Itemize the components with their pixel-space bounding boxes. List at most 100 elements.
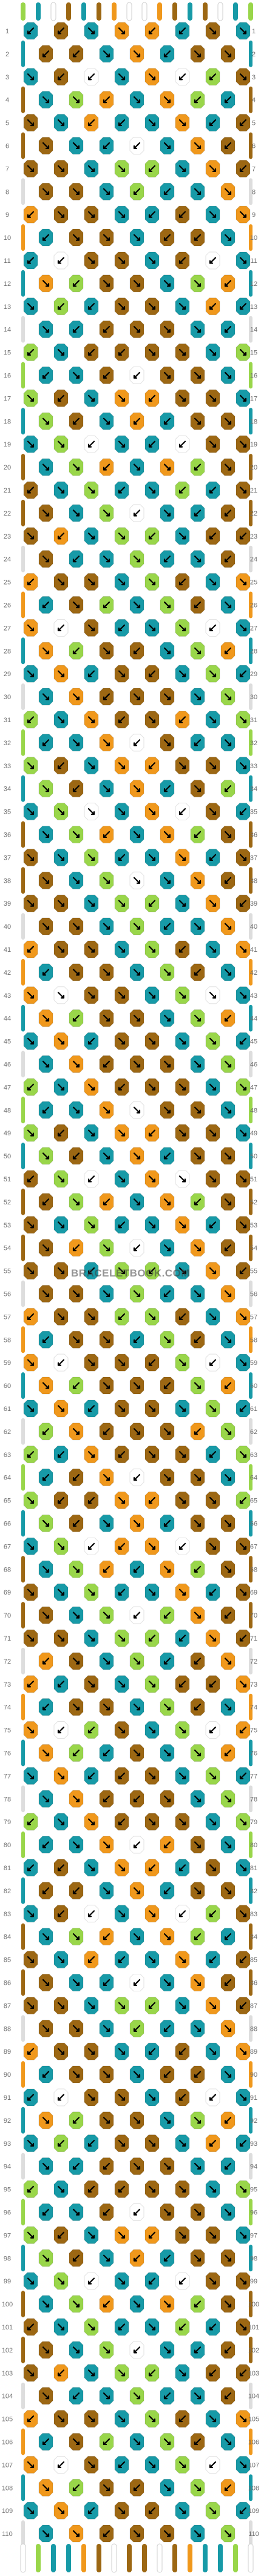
forward-knot-arrow-icon xyxy=(72,1198,80,1206)
row-number-right: 2 xyxy=(252,51,256,58)
knot xyxy=(205,1721,220,1739)
knot xyxy=(144,344,160,362)
forward-knot-arrow-icon xyxy=(163,1015,171,1022)
knot xyxy=(84,2088,99,2106)
forward-knot-arrow-icon xyxy=(209,1037,217,1045)
strand-bottom-end xyxy=(172,2544,177,2572)
knot xyxy=(144,1675,160,1693)
knot xyxy=(23,1216,38,1234)
knot xyxy=(99,917,114,935)
forward-knot-arrow-icon xyxy=(72,371,80,379)
row-number-left: 13 xyxy=(4,304,11,311)
knot xyxy=(220,45,236,63)
forward-knot-arrow-icon xyxy=(87,2415,95,2423)
forward-knot-arrow-icon xyxy=(148,1588,156,1596)
forward-knot-arrow-icon xyxy=(163,877,171,884)
row-number-right: 94 xyxy=(250,2163,257,2171)
knot xyxy=(114,757,129,775)
knot xyxy=(129,963,144,981)
forward-knot-arrow-icon xyxy=(239,1451,247,1458)
backward-knot-arrow-icon xyxy=(57,762,65,769)
backward-knot-arrow-icon xyxy=(148,27,156,35)
backward-knot-arrow-icon xyxy=(57,257,65,264)
forward-knot-arrow-icon xyxy=(133,234,141,241)
forward-knot-arrow-icon xyxy=(72,693,80,700)
forward-knot-arrow-icon xyxy=(178,1726,186,1734)
forward-knot-arrow-icon xyxy=(178,2231,186,2239)
forward-knot-arrow-icon xyxy=(118,2507,126,2514)
forward-knot-arrow-icon xyxy=(133,1198,141,1206)
backward-knot-arrow-icon xyxy=(87,348,95,356)
knot xyxy=(69,1422,84,1441)
row-number-left: 14 xyxy=(4,327,11,334)
forward-knot-arrow-icon xyxy=(224,1704,232,1711)
forward-knot-arrow-icon xyxy=(27,1588,35,1596)
backward-knot-arrow-icon xyxy=(57,533,65,540)
forward-knot-arrow-icon xyxy=(133,2071,141,2078)
backward-knot-arrow-icon xyxy=(72,326,80,333)
knot xyxy=(190,2478,205,2497)
knot xyxy=(23,159,38,178)
backward-knot-arrow-icon xyxy=(178,2094,186,2101)
forward-knot-arrow-icon xyxy=(57,1267,65,1275)
knot xyxy=(114,1767,129,1785)
knot xyxy=(84,68,99,86)
row-number-left: 62 xyxy=(4,1429,11,1436)
knot xyxy=(160,1698,175,1716)
knot xyxy=(23,2226,38,2244)
forward-knot-arrow-icon xyxy=(27,2002,35,2009)
backward-knot-arrow-icon xyxy=(103,1060,110,1068)
row-number-left: 27 xyxy=(4,625,11,632)
knot xyxy=(220,780,236,798)
forward-knot-arrow-icon xyxy=(194,1244,202,1252)
knot xyxy=(220,1284,236,1303)
knot xyxy=(236,2134,251,2153)
knot xyxy=(129,1973,144,1991)
row-number-right: 93 xyxy=(250,2140,257,2148)
knot xyxy=(144,1032,160,1051)
backward-knot-arrow-icon xyxy=(209,854,217,861)
knot xyxy=(236,1492,251,1510)
knot xyxy=(114,711,129,729)
forward-knot-arrow-icon xyxy=(103,188,110,195)
knot xyxy=(236,2455,251,2474)
knot xyxy=(236,848,251,866)
row-number-left: 1 xyxy=(5,28,9,35)
backward-knot-arrow-icon xyxy=(87,1542,95,1550)
knot xyxy=(23,2180,38,2199)
knot xyxy=(129,825,144,843)
forward-knot-arrow-icon xyxy=(224,2071,232,2078)
knot xyxy=(69,2387,84,2405)
knot xyxy=(129,688,144,706)
backward-knot-arrow-icon xyxy=(224,2346,232,2354)
backward-knot-arrow-icon xyxy=(57,624,65,631)
forward-knot-arrow-icon xyxy=(42,1749,50,1757)
forward-knot-arrow-icon xyxy=(224,1106,232,1114)
backward-knot-arrow-icon xyxy=(27,257,35,264)
forward-knot-arrow-icon xyxy=(57,578,65,586)
backward-knot-arrow-icon xyxy=(57,303,65,310)
knot xyxy=(205,1537,220,1555)
knot xyxy=(53,2226,69,2244)
forward-knot-arrow-icon xyxy=(87,27,95,35)
forward-knot-arrow-icon xyxy=(224,1428,232,1435)
knot xyxy=(23,389,38,407)
backward-knot-arrow-icon xyxy=(178,2277,186,2285)
row-number-right: 14 xyxy=(250,327,257,334)
forward-knot-arrow-icon xyxy=(224,2254,232,2262)
knot xyxy=(205,940,220,958)
knot xyxy=(236,1951,251,1969)
knot xyxy=(175,1767,190,1785)
knot xyxy=(53,2042,69,2060)
knot xyxy=(69,825,84,843)
knot xyxy=(99,1147,114,1165)
forward-knot-arrow-icon xyxy=(87,2231,95,2239)
knot xyxy=(53,1583,69,1601)
row-number-left: 30 xyxy=(4,694,11,701)
forward-knot-arrow-icon xyxy=(42,96,50,104)
forward-knot-arrow-icon xyxy=(57,2185,65,2193)
knot xyxy=(144,1446,160,1464)
knot xyxy=(69,412,84,430)
forward-knot-arrow-icon xyxy=(118,2140,126,2147)
forward-knot-arrow-icon xyxy=(178,1405,186,1412)
